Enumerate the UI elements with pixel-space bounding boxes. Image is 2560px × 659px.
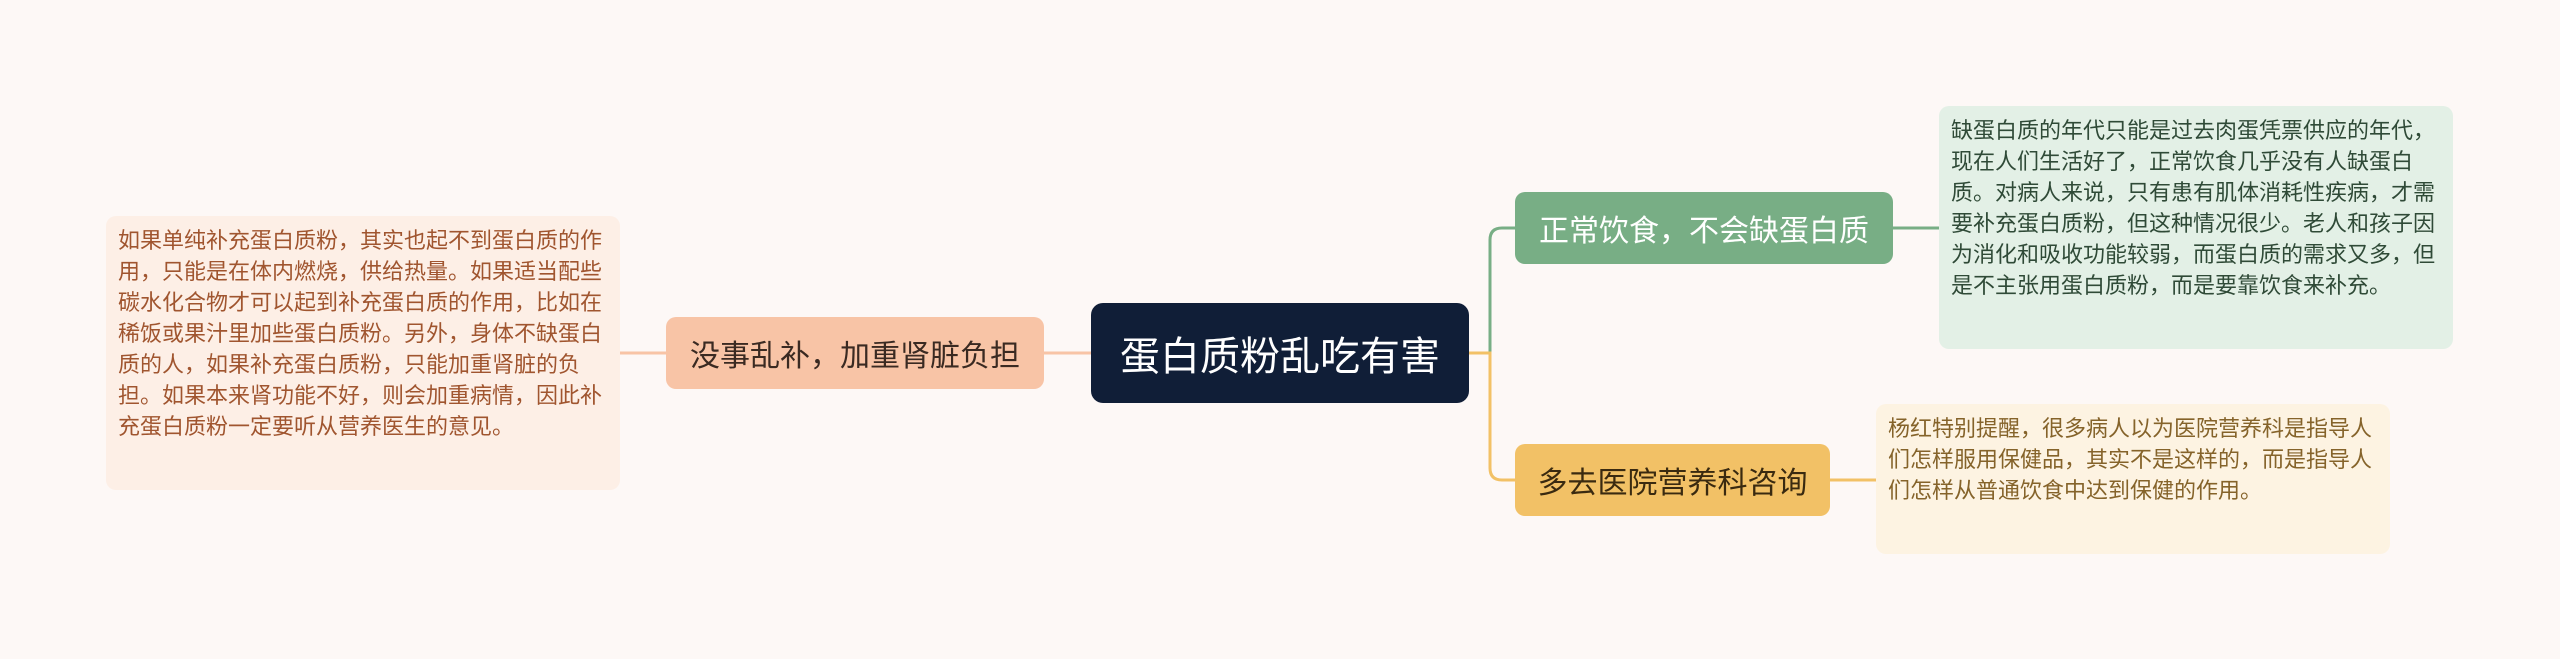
branch-normal-diet[interactable]: 正常饮食，不会缺蛋白质	[1515, 192, 1893, 264]
note-right-1: 缺蛋白质的年代只能是过去肉蛋凭票供应的年代，现在人们生活好了，正常饮食几乎没有人…	[1939, 106, 2453, 349]
branch-nutrition-consult[interactable]: 多去医院营养科咨询	[1515, 444, 1830, 516]
note-right-2: 杨红特别提醒，很多病人以为医院营养科是指导人们怎样服用保健品，其实不是这样的，而…	[1876, 404, 2390, 554]
connector-right-branch-2	[1469, 351, 1515, 482]
connector-right-branch-1	[1469, 226, 1515, 355]
branch-overuse-kidney-burden[interactable]: 没事乱补，加重肾脏负担	[666, 317, 1044, 389]
note-left: 如果单纯补充蛋白质粉，其实也起不到蛋白质的作用，只能是在体内燃烧，供给热量。如果…	[106, 216, 620, 490]
root-topic[interactable]: 蛋白质粉乱吃有害	[1091, 303, 1469, 403]
